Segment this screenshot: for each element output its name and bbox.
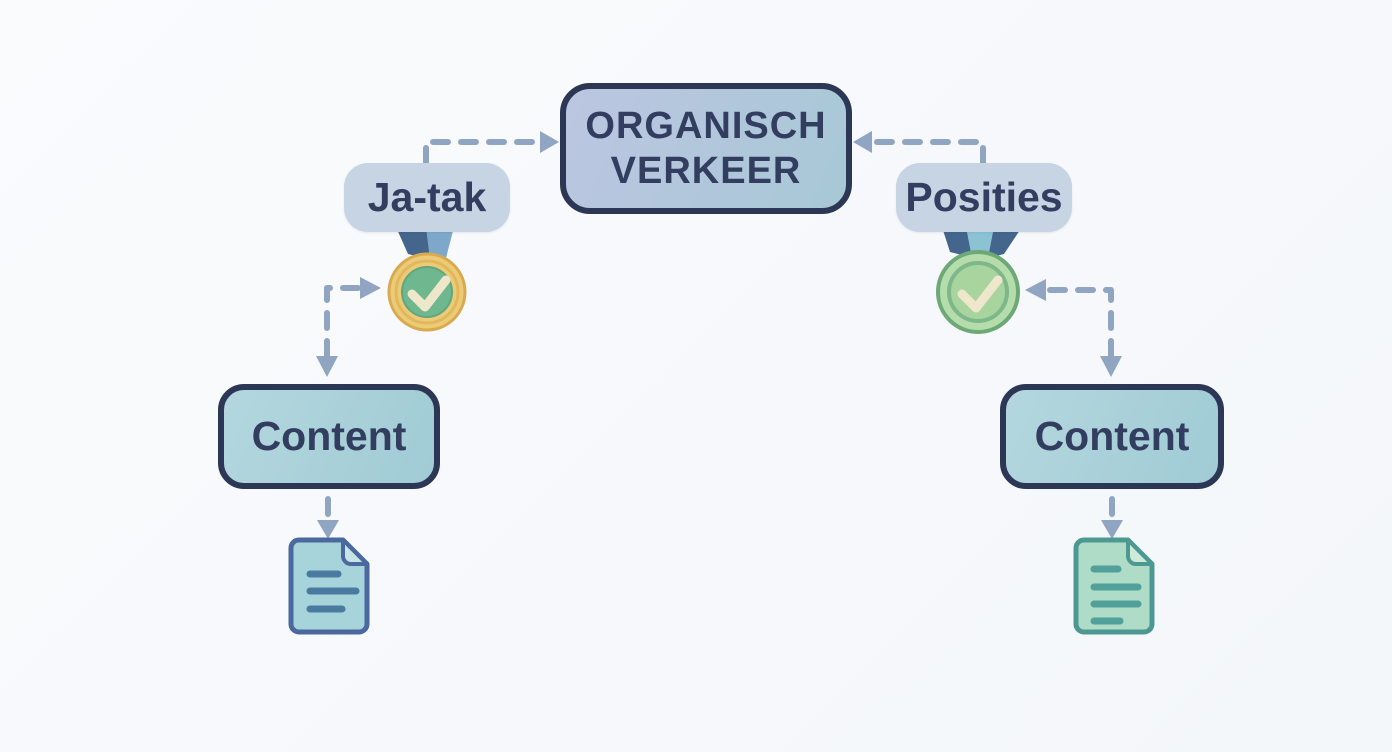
arrowhead-left-icon — [1025, 279, 1046, 301]
right-content-box: Content — [1000, 384, 1224, 489]
right-content-label: Content — [1034, 413, 1190, 459]
left-badge-pill: Ja-tak — [344, 163, 510, 232]
arrowhead-right-icon — [360, 277, 381, 299]
right-badge-pill: Posities — [896, 163, 1072, 232]
green-medal-check-icon — [936, 227, 1022, 334]
document-fold-corner — [1126, 538, 1154, 566]
document-fold-corner — [341, 538, 369, 566]
medal-ring — [947, 261, 1009, 323]
connector-right-elbow — [1025, 279, 1122, 377]
left-content-box: Content — [218, 384, 440, 489]
ribbon-left-strip — [396, 227, 432, 260]
connector-left-content-to-document — [317, 496, 339, 539]
dashed-line — [423, 139, 543, 166]
medal-center-circle — [401, 266, 453, 318]
connector-right-badge-to-center — [853, 131, 986, 166]
gold-medal-check-icon — [387, 227, 467, 332]
checkmark-icon — [407, 275, 451, 312]
ribbon-left-strip — [942, 227, 974, 258]
arrowhead-down-icon — [1100, 356, 1122, 377]
right-badge-label: Posities — [905, 174, 1063, 220]
dashed-line — [324, 285, 363, 359]
arrowhead-left-icon — [853, 131, 872, 153]
arrowhead-down-icon — [1101, 520, 1123, 539]
left-content-label: Content — [251, 413, 407, 459]
organic-traffic-box: ORGANISCH VERKEER — [560, 83, 852, 214]
checkmark-icon — [957, 275, 1003, 313]
arrowhead-down-icon — [317, 520, 339, 539]
left-badge-label: Ja-tak — [367, 174, 487, 220]
medal-ring — [394, 259, 460, 325]
connector-right-content-to-document — [1101, 496, 1123, 539]
document-icon-right — [1073, 537, 1155, 635]
connector-left-badge-to-center — [423, 131, 559, 166]
arrowhead-down-icon — [316, 356, 338, 377]
ribbon-right-strip — [426, 227, 454, 260]
dashed-line — [869, 139, 986, 166]
dashed-line — [1043, 287, 1114, 359]
ribbon-right-strip — [988, 227, 1022, 258]
arrowhead-right-icon — [540, 131, 559, 153]
document-icon-left — [288, 537, 370, 635]
organic-traffic-label: ORGANISCH VERKEER — [585, 104, 827, 192]
connector-left-elbow — [316, 277, 381, 377]
